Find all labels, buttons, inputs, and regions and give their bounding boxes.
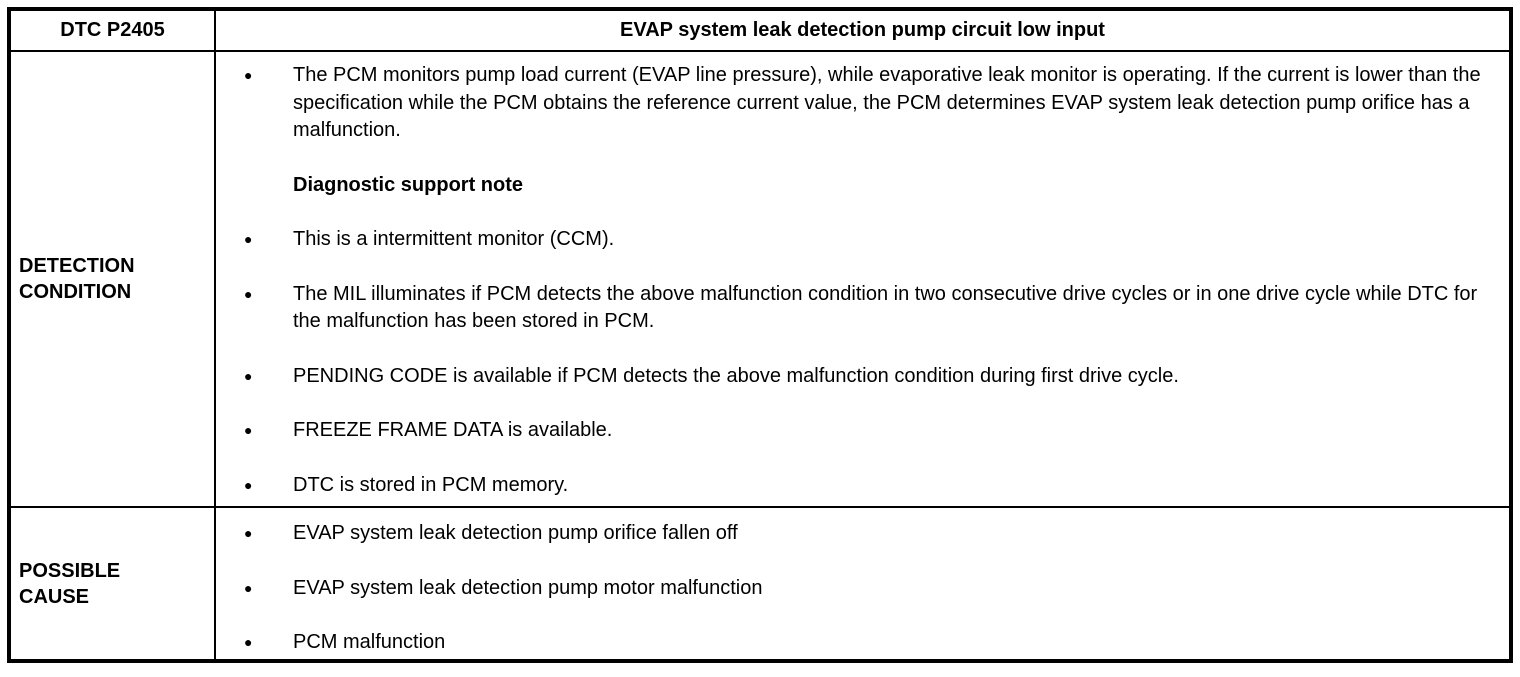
bullet-icon: ● [244,634,253,650]
list-item-text: PCM malfunction [293,631,446,653]
diagnostic-support-note-heading: Diagnostic support note [293,173,523,196]
list-item-text: The MIL illuminates if PCM detects the a… [293,282,1478,333]
list-item-text: FREEZE FRAME DATA is available. [293,419,613,441]
bullet-icon: ● [244,476,253,493]
list-item-text: The PCM monitors pump load current (EVAP… [293,64,1481,141]
list-item-text: EVAP system leak detection pump motor ma… [293,576,763,599]
bullet-icon: ● [244,579,253,596]
detection-condition-label-cell: DETECTION CONDITION [11,52,216,508]
bullet-icon: ● [244,525,253,541]
list-item-text: DTC is stored in PCM memory. [293,473,569,496]
list-item: ● The MIL illuminates if PCM detects the… [241,281,1494,336]
detection-condition-content-cell: ● The PCM monitors pump load current (EV… [216,52,1509,508]
list-item: ● PCM malfunction [241,629,1494,657]
detection-condition-label: DETECTION CONDITION [19,255,135,303]
list-item: ● The PCM monitors pump load current (EV… [241,62,1494,145]
list-item-text: PENDING CODE is available if PCM detects… [293,364,1179,387]
bullet-icon: ● [244,67,253,83]
possible-cause-label: POSSIBLE CAUSE [19,559,121,608]
list-item: ● DTC is stored in PCM memory. [241,472,1494,500]
possible-cause-content-cell: ● EVAP system leak detection pump orific… [216,508,1509,659]
dtc-title: EVAP system leak detection pump circuit … [620,19,1105,41]
list-item: ● EVAP system leak detection pump motor … [241,575,1494,603]
list-item-text: EVAP system leak detection pump orifice … [293,522,738,544]
list-item: ● EVAP system leak detection pump orific… [241,520,1494,548]
dtc-code-cell: DTC P2405 [11,11,216,52]
bullet-icon: ● [244,422,253,438]
possible-cause-label-cell: POSSIBLE CAUSE [11,508,216,659]
list-item: ● FREEZE FRAME DATA is available. [241,417,1494,445]
bullet-icon: ● [244,285,253,302]
list-item: ● PENDING CODE is available if PCM detec… [241,363,1494,391]
list-item-text: This is a intermittent monitor (CCM). [293,228,615,250]
list-item: ● This is a intermittent monitor (CCM). [241,226,1494,254]
bullet-icon: ● [244,367,253,384]
dtc-info-table: DTC P2405 EVAP system leak detection pum… [7,7,1513,663]
dtc-code: DTC P2405 [60,19,165,41]
bullet-icon: ● [244,231,253,247]
dtc-title-cell: EVAP system leak detection pump circuit … [216,11,1509,52]
